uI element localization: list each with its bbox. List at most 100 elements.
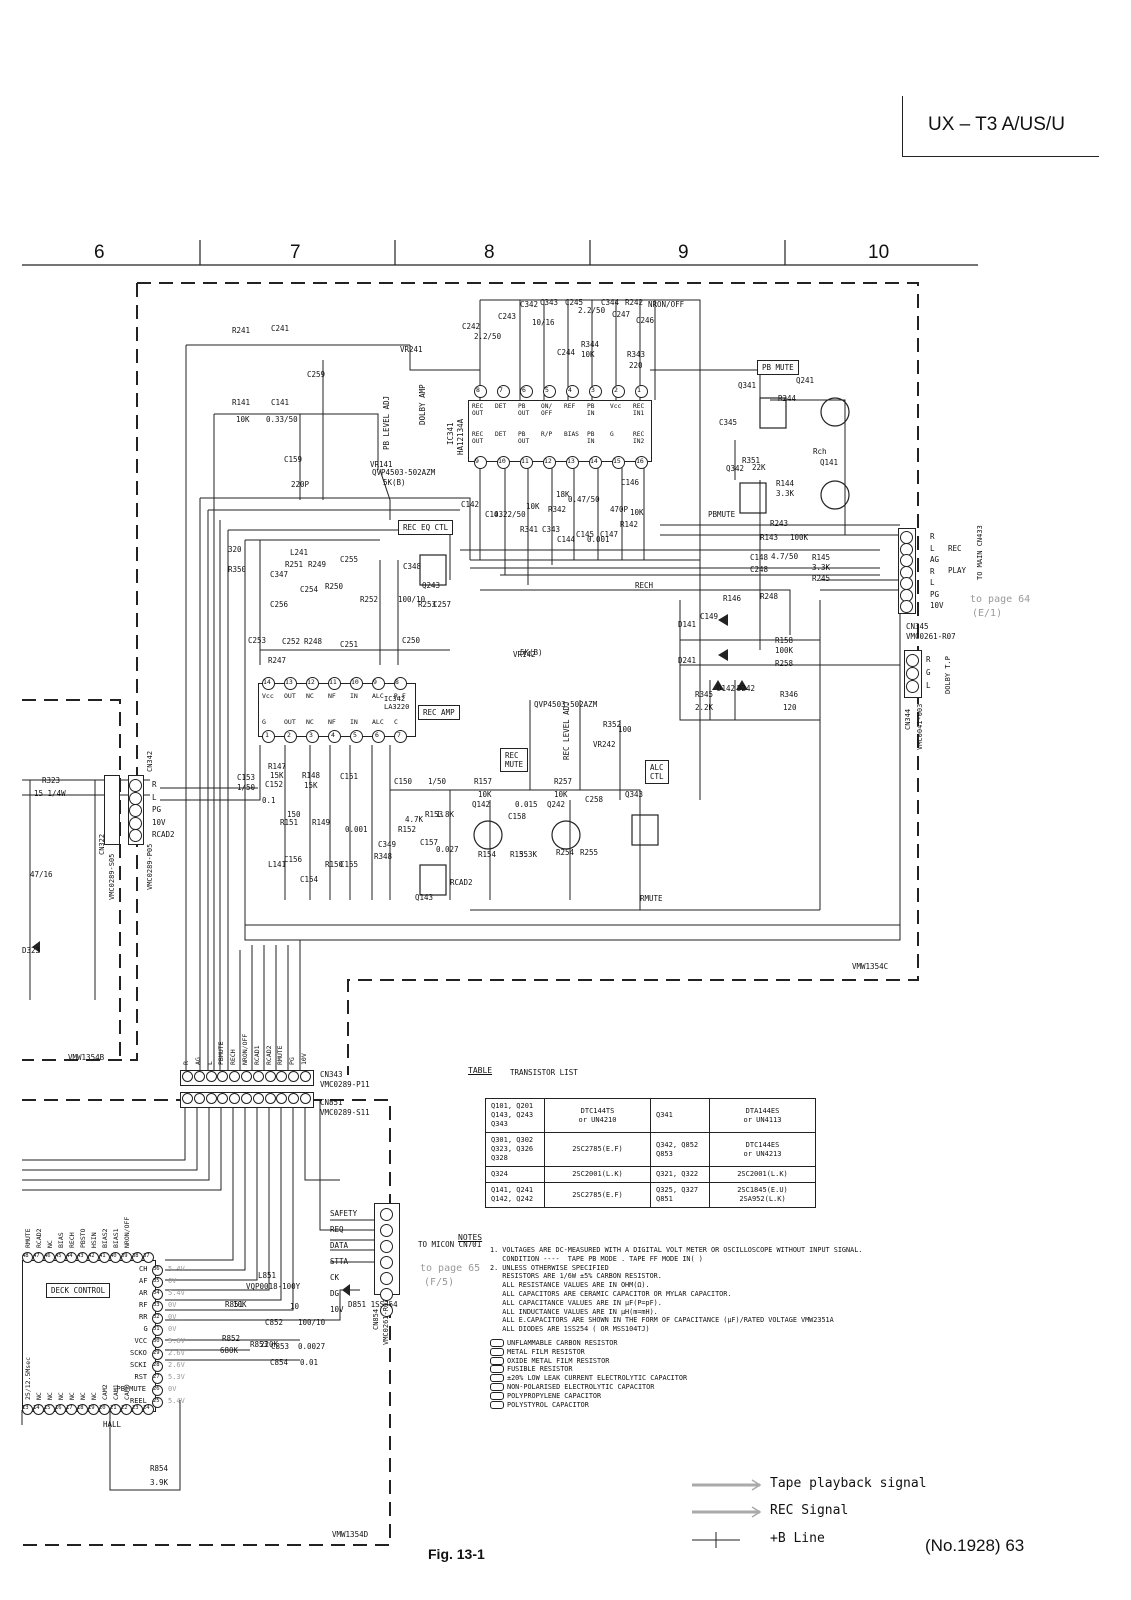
component-label: C154	[300, 875, 319, 884]
ic-pin	[328, 730, 341, 743]
dolby-amp-label: DOLBY AMP	[418, 384, 427, 425]
rec-ic-name-text: IC342	[384, 695, 406, 703]
pin-number: 19	[88, 1405, 95, 1411]
component-label: L851	[258, 1271, 277, 1280]
pin-number: 41	[99, 1253, 106, 1259]
connector-pin	[380, 1240, 393, 1253]
cn322-name: CN322	[98, 833, 106, 855]
component-label: 3.9K	[150, 1478, 169, 1487]
ic-pin	[152, 1361, 163, 1372]
cn322-part: VMC0289-S05	[108, 853, 116, 900]
pin-number: 26	[153, 1386, 160, 1392]
component-label: Q342	[726, 464, 745, 473]
component-label: 0.027	[436, 845, 459, 854]
legend-playback: Tape playback signal	[770, 1476, 927, 1491]
pin-label: Vcc	[262, 692, 274, 700]
pin-number: 11	[329, 678, 337, 686]
connector-pin-label: L	[930, 543, 935, 553]
pin-label: CH	[139, 1265, 148, 1273]
pin-label: 25/12.5Msec	[24, 1356, 32, 1400]
component-label: C254	[300, 585, 319, 594]
ic-pin	[635, 456, 648, 469]
component-label: C253	[248, 636, 267, 645]
pin-voltage: 2.6V	[168, 1349, 185, 1357]
pin-number: 14	[263, 678, 271, 686]
pin-number: 48	[22, 1253, 29, 1259]
component-label: R244	[778, 394, 797, 403]
pin-label: AF	[139, 1277, 148, 1285]
note-line: ALL CAPACITANCE VALUES ARE IN μF(P=pF).	[490, 1298, 662, 1307]
pin-label: DET	[495, 403, 507, 410]
note-line: CONDITION ---- TAPE PB MODE . TAPE FF MO…	[490, 1254, 703, 1263]
connector-pin-label: CK	[330, 1273, 340, 1282]
connector-pin	[264, 1093, 276, 1104]
table-title: TABLE	[468, 1066, 493, 1075]
component-label: R145	[812, 553, 831, 562]
note-line: ALL E.CAPACITORS ARE SHOWN IN THE FORM O…	[490, 1316, 834, 1325]
table-subtitle: TRANSISTOR LIST	[510, 1068, 578, 1077]
component-label: 10K	[630, 508, 644, 517]
component-label: C853	[271, 1342, 290, 1351]
pin-number: 10	[351, 678, 359, 686]
pin-number: 45	[55, 1253, 62, 1259]
figure-caption: Fig. 13-1	[428, 1546, 485, 1562]
component-label: C252	[282, 637, 301, 646]
pin-number: 16	[55, 1405, 62, 1411]
component-label: Q241	[796, 376, 815, 385]
pin-number: 22	[121, 1405, 128, 1411]
pin-label: REC IN2	[633, 431, 645, 445]
pin-voltage: 5.4V	[168, 1397, 185, 1405]
component-label: NRON/OFF	[648, 300, 685, 309]
component-label: C246	[636, 316, 655, 325]
pin-number: 16	[636, 457, 644, 465]
ic-pin	[566, 456, 579, 469]
board-label: VMW1354C	[852, 962, 889, 971]
table-cell: Q341	[650, 1098, 710, 1133]
pin-number: 39	[121, 1253, 128, 1259]
ic-pin	[33, 1252, 44, 1263]
component-label: 470P	[610, 505, 629, 514]
connector-pin-label: PG	[288, 1057, 297, 1065]
pin-label: OUT	[284, 718, 296, 726]
ic-pin	[132, 1252, 143, 1263]
ic-pin	[306, 677, 319, 690]
pin-label: RCAD2	[35, 1228, 43, 1248]
component-label: 15 1/4W	[34, 789, 66, 798]
ic-pin	[350, 730, 363, 743]
ic-pin	[566, 385, 579, 398]
ic-pin	[152, 1337, 163, 1348]
ic-pin	[497, 385, 510, 398]
rec-amp-block: REC AMP	[418, 705, 460, 720]
component-label: 47/16	[30, 870, 53, 879]
note-symbol-text: POLYPROPYLENE CAPACITOR	[507, 1391, 602, 1400]
ic-pin	[55, 1404, 66, 1415]
component-label: R348	[374, 852, 393, 861]
component-label: C159	[284, 455, 303, 464]
component-label: 0.33/50	[266, 415, 298, 424]
component-label: VR242	[593, 740, 616, 749]
note-symbol-row: ±20% LOW LEAK CURRENT ELECTROLYTIC CAPAC…	[490, 1374, 862, 1383]
component-label: C153	[237, 773, 256, 782]
component-label: R143	[760, 533, 779, 542]
connector-pin-label: RMUTE	[276, 1045, 285, 1065]
component-label: C244	[557, 348, 576, 357]
component-label: C259	[307, 370, 326, 379]
pin-number: 9	[373, 678, 377, 686]
pin-label: RMUTE	[24, 1228, 32, 1248]
component-label: 3.3K	[519, 850, 538, 859]
pin-label: BIAS	[57, 1232, 65, 1248]
rec-level-adj-label: REC LEVEL ADJ	[562, 701, 571, 760]
pin-number: 47	[33, 1253, 40, 1259]
page64-ref[interactable]: to page 64	[970, 594, 1031, 605]
note-symbol-text: NON-POLARISED ELECTROLYTIC CAPACITOR	[507, 1382, 655, 1391]
component-label: D851 1SS254	[348, 1300, 398, 1309]
component-label: QVP4503-502AZM	[534, 700, 598, 709]
component-label: R157	[474, 777, 493, 786]
ic-pin	[589, 456, 602, 469]
component-label: HALL	[103, 1420, 122, 1429]
component-label: 220K	[260, 1340, 279, 1349]
connector-pin-label: L	[926, 681, 931, 690]
page65-ref[interactable]: to page 65	[420, 1263, 481, 1274]
ic-pin	[33, 1404, 44, 1415]
component-label: R250	[325, 582, 344, 591]
